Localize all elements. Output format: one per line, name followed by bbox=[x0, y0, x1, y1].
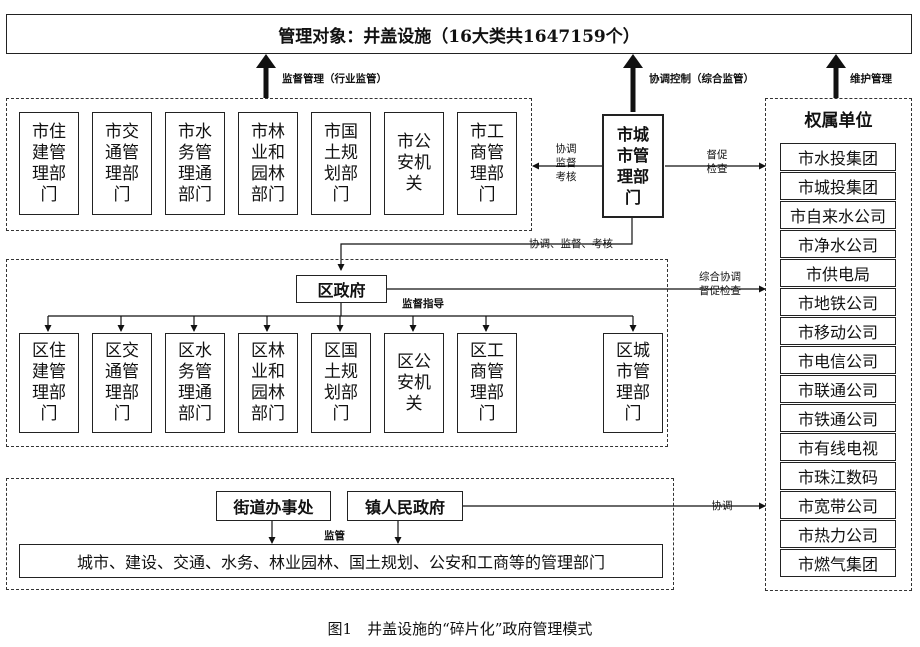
label-supervise-guide: 监督指导 bbox=[402, 298, 444, 310]
district-dept-housing: 区住建管理部门 bbox=[19, 333, 79, 433]
owner-item: 市珠江数码 bbox=[780, 462, 896, 490]
owner-item: 市电信公司 bbox=[780, 346, 896, 374]
owner-item: 市自来水公司 bbox=[780, 201, 896, 229]
owner-item: 市热力公司 bbox=[780, 520, 896, 548]
label-urge-check-1: 督促 检查 bbox=[706, 149, 728, 175]
district-dept-city-mgmt: 区城市管理部门 bbox=[603, 333, 663, 433]
arrow-supervision-up bbox=[256, 54, 276, 98]
town-government: 镇人民政府 bbox=[347, 491, 463, 521]
district-dept-land: 区国土规划部门 bbox=[311, 333, 371, 433]
management-object-title: 管理对象：井盖设施（16大类共1647159个） bbox=[278, 26, 640, 47]
arrow-maintenance-up bbox=[826, 54, 846, 98]
district-dept-water: 区水务管理通部门 bbox=[165, 333, 225, 433]
owner-item: 市水投集团 bbox=[780, 143, 896, 171]
owner-item: 市有线电视 bbox=[780, 433, 896, 461]
arrow-to-district-gov bbox=[337, 218, 633, 271]
owner-item: 市净水公司 bbox=[780, 230, 896, 258]
district-dept-transport: 区交通管理部门 bbox=[92, 333, 152, 433]
figure-caption: 图1 井盖设施的“碎片化”政府管理模式 bbox=[327, 620, 593, 638]
management-object-box: 管理对象：井盖设施（16大类共1647159个） bbox=[6, 14, 912, 54]
district-dept-police: 区公安机关 bbox=[384, 333, 444, 433]
city-dept-forestry: 市林业和园林部门 bbox=[238, 112, 298, 215]
owners-title: 权属单位 bbox=[804, 111, 873, 131]
owner-item: 市移动公司 bbox=[780, 317, 896, 345]
label-supervise: 监管 bbox=[324, 530, 345, 542]
owner-item: 市城投集团 bbox=[780, 172, 896, 200]
label-coordination: 协调控制（综合监管） bbox=[649, 73, 754, 85]
label-coordinate: 协调 bbox=[711, 500, 733, 512]
owner-item: 市地铁公司 bbox=[780, 288, 896, 316]
district-group bbox=[6, 259, 668, 447]
district-government: 区政府 bbox=[296, 275, 387, 303]
owner-item: 市燃气集团 bbox=[780, 549, 896, 577]
city-management-dept: 市城市管理部门 bbox=[602, 114, 664, 218]
district-dept-commerce: 区工商管理部门 bbox=[457, 333, 517, 433]
arrow-coordination-up bbox=[623, 54, 643, 112]
label-comprehensive: 综合协调 督促检查 bbox=[699, 271, 741, 297]
bottom-depts-box: 城市、建设、交通、水务、林业园林、国土规划、公安和工商等的管理部门 bbox=[19, 544, 663, 578]
owner-item: 市铁通公司 bbox=[780, 404, 896, 432]
city-dept-housing: 市住建管理部门 bbox=[19, 112, 79, 215]
city-dept-land: 市国土规划部门 bbox=[311, 112, 371, 215]
label-supervision: 监督管理（行业监管） bbox=[282, 73, 387, 85]
owners-group bbox=[765, 98, 912, 591]
city-dept-commerce: 市工商管理部门 bbox=[457, 112, 517, 215]
label-maintenance: 维护管理 bbox=[850, 73, 892, 85]
city-depts-group bbox=[6, 98, 532, 231]
city-dept-police: 市公安机关 bbox=[384, 112, 444, 215]
bottom-depts-text: 城市、建设、交通、水务、林业园林、国土规划、公安和工商等的管理部门 bbox=[76, 553, 605, 572]
owner-item: 市宽带公司 bbox=[780, 491, 896, 519]
street-office: 街道办事处 bbox=[216, 491, 331, 521]
city-dept-water: 市水务管理通部门 bbox=[165, 112, 225, 215]
city-dept-transport: 市交通管理部门 bbox=[92, 112, 152, 215]
owner-item: 市供电局 bbox=[780, 259, 896, 287]
district-dept-forestry: 区林业和园林部门 bbox=[238, 333, 298, 433]
label-coord-supervise-assess-v: 协调 监督 考核 bbox=[555, 143, 577, 183]
owner-item: 市联通公司 bbox=[780, 375, 896, 403]
label-coord-supervise-assess-h: 协调、监督、考核 bbox=[529, 238, 613, 250]
street-group bbox=[6, 478, 674, 590]
